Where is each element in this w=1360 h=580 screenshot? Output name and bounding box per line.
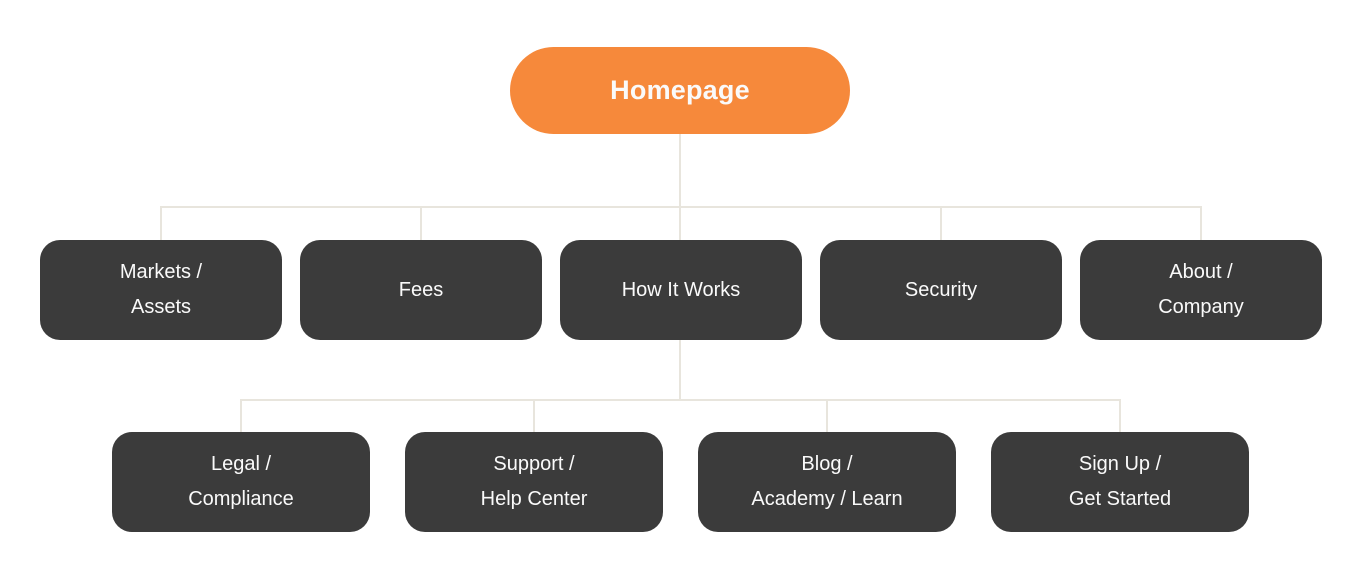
node-markets-assets-label-line2: Assets <box>130 296 192 318</box>
connector-drop-about <box>1200 206 1202 240</box>
node-about-company-label-line2: Company <box>1158 296 1244 318</box>
node-support-help-center-label-line2: Help Center <box>480 488 588 510</box>
node-markets-assets-label-line1: Markets / <box>119 261 203 283</box>
connector-drop-markets <box>160 206 162 240</box>
node-security[interactable]: Security <box>820 240 1062 340</box>
connector-howitworks-drop <box>679 340 681 400</box>
connector-drop-blog <box>826 399 828 432</box>
node-about-company[interactable]: About / Company <box>1080 240 1322 340</box>
connector-bus-level2 <box>240 399 1121 401</box>
node-signup-get-started-label-line1: Sign Up / <box>1078 453 1162 475</box>
node-blog-academy-learn[interactable]: Blog / Academy / Learn <box>698 432 956 532</box>
node-markets-assets[interactable]: Markets / Assets <box>40 240 282 340</box>
connector-drop-security <box>940 206 942 240</box>
connector-drop-signup <box>1119 399 1121 432</box>
node-legal-compliance[interactable]: Legal / Compliance <box>112 432 370 532</box>
node-security-label: Security <box>904 278 978 301</box>
connector-drop-legal <box>240 399 242 432</box>
node-support-help-center[interactable]: Support / Help Center <box>405 432 663 532</box>
node-how-it-works-label: How It Works <box>621 278 741 301</box>
node-homepage[interactable]: Homepage <box>510 47 850 134</box>
node-legal-compliance-label-line2: Compliance <box>188 488 294 510</box>
node-signup-get-started[interactable]: Sign Up / Get Started <box>991 432 1249 532</box>
node-homepage-label: Homepage <box>610 75 750 105</box>
node-blog-academy-learn-label-line2: Academy / Learn <box>751 488 903 510</box>
node-legal-compliance-label-line1: Legal / <box>210 453 272 475</box>
node-support-help-center-label-line1: Support / <box>493 453 575 475</box>
node-fees[interactable]: Fees <box>300 240 542 340</box>
node-blog-academy-learn-label-line1: Blog / <box>801 453 853 475</box>
node-how-it-works[interactable]: How It Works <box>560 240 802 340</box>
connector-drop-support <box>533 399 535 432</box>
connector-root-drop <box>679 134 681 207</box>
connector-drop-howitworks <box>679 206 681 240</box>
node-signup-get-started-label-line2: Get Started <box>1068 488 1172 510</box>
node-fees-label: Fees <box>398 278 444 301</box>
node-about-company-label-line1: About / <box>1169 261 1233 283</box>
connector-bus-level1 <box>160 206 1202 208</box>
connector-drop-fees <box>420 206 422 240</box>
